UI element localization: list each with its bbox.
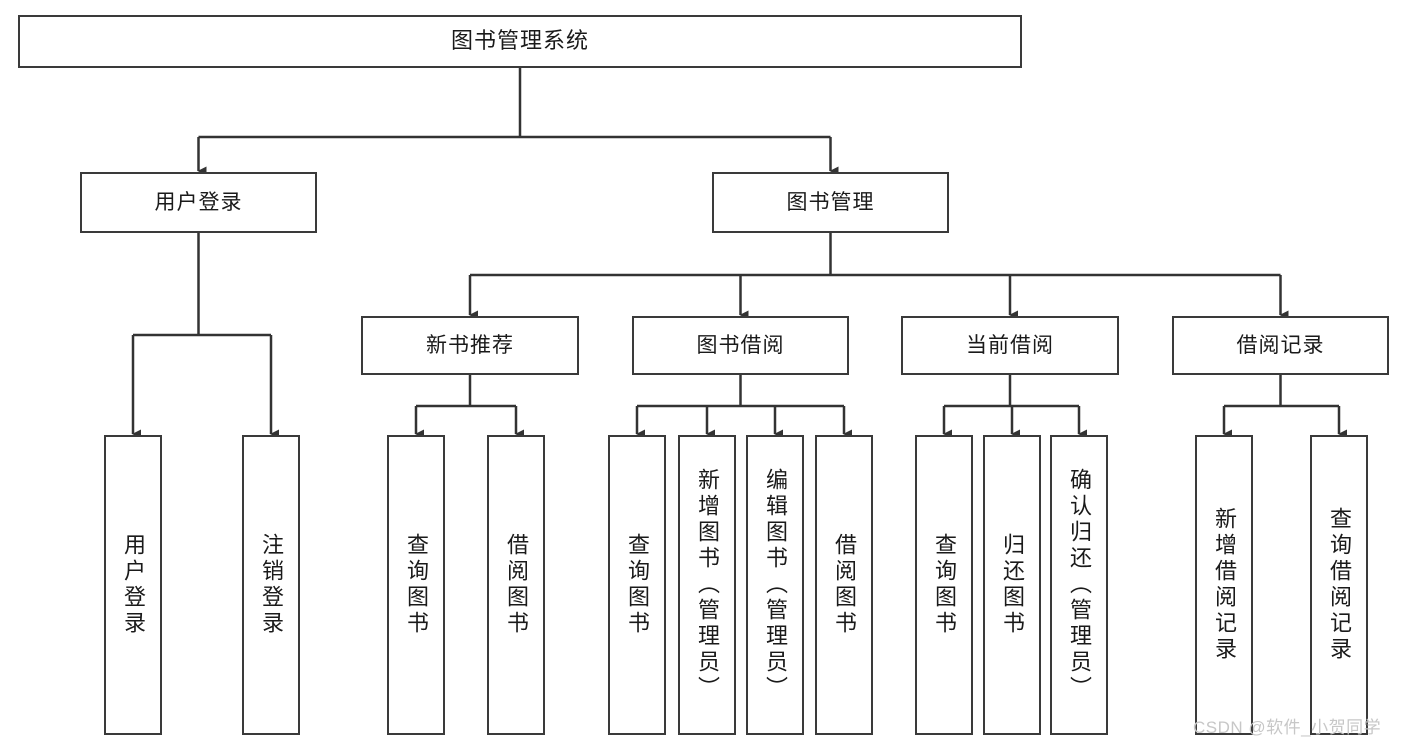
node-label: 查询图书 [625, 533, 650, 637]
node-borrow-record[interactable]: 借阅记录 [1172, 316, 1389, 375]
node-leaf-confirm[interactable]: 确认归还（管理员） [1050, 435, 1108, 735]
node-leaf-q1[interactable]: 查询图书 [387, 435, 445, 735]
node-label: 确认归还（管理员） [1067, 468, 1092, 702]
node-leaf-addrec[interactable]: 新增借阅记录 [1195, 435, 1253, 735]
node-label: 图书借阅 [696, 333, 785, 357]
node-root[interactable]: 图书管理系统 [18, 15, 1022, 68]
node-label: 新增借阅记录 [1212, 507, 1237, 663]
node-label: 新增图书（管理员） [695, 468, 720, 702]
node-label: 用户登录 [154, 190, 243, 214]
node-label: 借阅记录 [1236, 333, 1325, 357]
node-label: 查询借阅记录 [1327, 507, 1352, 663]
node-leaf-q2[interactable]: 查询图书 [608, 435, 666, 735]
node-label: 借阅图书 [832, 533, 857, 637]
node-label: 用户登录 [121, 533, 146, 637]
node-label: 图书管理 [786, 190, 875, 214]
node-leaf-return[interactable]: 归还图书 [983, 435, 1041, 735]
node-leaf-b1[interactable]: 借阅图书 [487, 435, 545, 735]
node-book-manage[interactable]: 图书管理 [712, 172, 949, 233]
node-label: 注销登录 [259, 533, 284, 637]
node-label: 新书推荐 [426, 333, 514, 357]
node-leaf-logout[interactable]: 注销登录 [242, 435, 300, 735]
node-user-login[interactable]: 用户登录 [80, 172, 317, 233]
node-label: 查询图书 [404, 533, 429, 637]
node-new-book-rec[interactable]: 新书推荐 [361, 316, 579, 375]
node-label: 借阅图书 [504, 533, 529, 637]
node-leaf-add[interactable]: 新增图书（管理员） [678, 435, 736, 735]
node-book-borrow[interactable]: 图书借阅 [632, 316, 849, 375]
node-leaf-b2[interactable]: 借阅图书 [815, 435, 873, 735]
node-leaf-q3[interactable]: 查询图书 [915, 435, 973, 735]
node-leaf-qrec[interactable]: 查询借阅记录 [1310, 435, 1368, 735]
node-label: 图书管理系统 [450, 28, 589, 54]
node-label: 归还图书 [1000, 533, 1025, 637]
node-label: 当前借阅 [966, 333, 1054, 357]
node-label: 查询图书 [932, 533, 957, 637]
node-leaf-login[interactable]: 用户登录 [104, 435, 162, 735]
node-leaf-edit[interactable]: 编辑图书（管理员） [746, 435, 804, 735]
node-current-borrow[interactable]: 当前借阅 [901, 316, 1119, 375]
node-label: 编辑图书（管理员） [763, 468, 788, 702]
